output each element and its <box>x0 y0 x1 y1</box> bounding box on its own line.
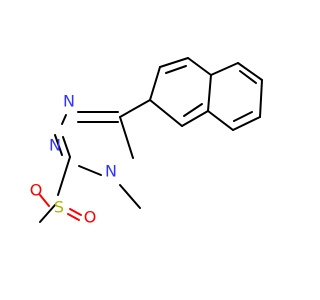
atom-s-label: S <box>54 198 64 217</box>
bond-n4-c5 <box>78 165 102 176</box>
bond-naph-5 <box>181 110 209 127</box>
atom-o2-label: O <box>84 208 97 227</box>
bond-naph-10 <box>232 116 261 131</box>
bond-naph-7 <box>210 62 239 76</box>
bond-naph-inner-1 <box>165 65 187 74</box>
bond-naph-2 <box>159 57 189 68</box>
atom-o1-label: O <box>30 181 43 200</box>
bond-c3-naph <box>119 99 151 118</box>
atom-n1-label: N <box>63 92 75 111</box>
triazole-ring <box>54 111 134 176</box>
bond-n2-n1 <box>61 114 67 125</box>
bond-c3-n4 <box>119 116 134 159</box>
atom-n2-label: N <box>49 136 61 155</box>
bond-s-o2-double <box>67 213 80 221</box>
bond-naph-4 <box>207 74 212 112</box>
bond-naph-9 <box>259 79 263 118</box>
bond-s-methyl <box>39 204 56 223</box>
bond-naph-6 <box>149 99 183 127</box>
bond-naph-3 <box>187 57 212 76</box>
bond-naph-inner-4 <box>233 111 253 122</box>
naphthalene-rings <box>119 57 263 131</box>
bond-naph-8 <box>237 62 263 81</box>
bond-s-o2 <box>69 208 82 216</box>
atom-n4-label: N <box>105 162 117 181</box>
bond-c5-n2 <box>54 134 63 156</box>
bond-naph-1 <box>149 66 161 101</box>
bond-s-o1 <box>39 194 50 207</box>
bond-c5-n2-double <box>62 136 71 158</box>
bond-naph-11 <box>207 110 234 131</box>
bond-n4-methyl <box>119 184 141 209</box>
bond-naph-inner-3 <box>239 70 257 84</box>
bond-naph-inner-2 <box>183 103 203 117</box>
bond-c5-s <box>57 156 71 196</box>
sulfonyl-group <box>39 156 82 223</box>
molecule-structure: N N N S O O <box>30 57 263 227</box>
